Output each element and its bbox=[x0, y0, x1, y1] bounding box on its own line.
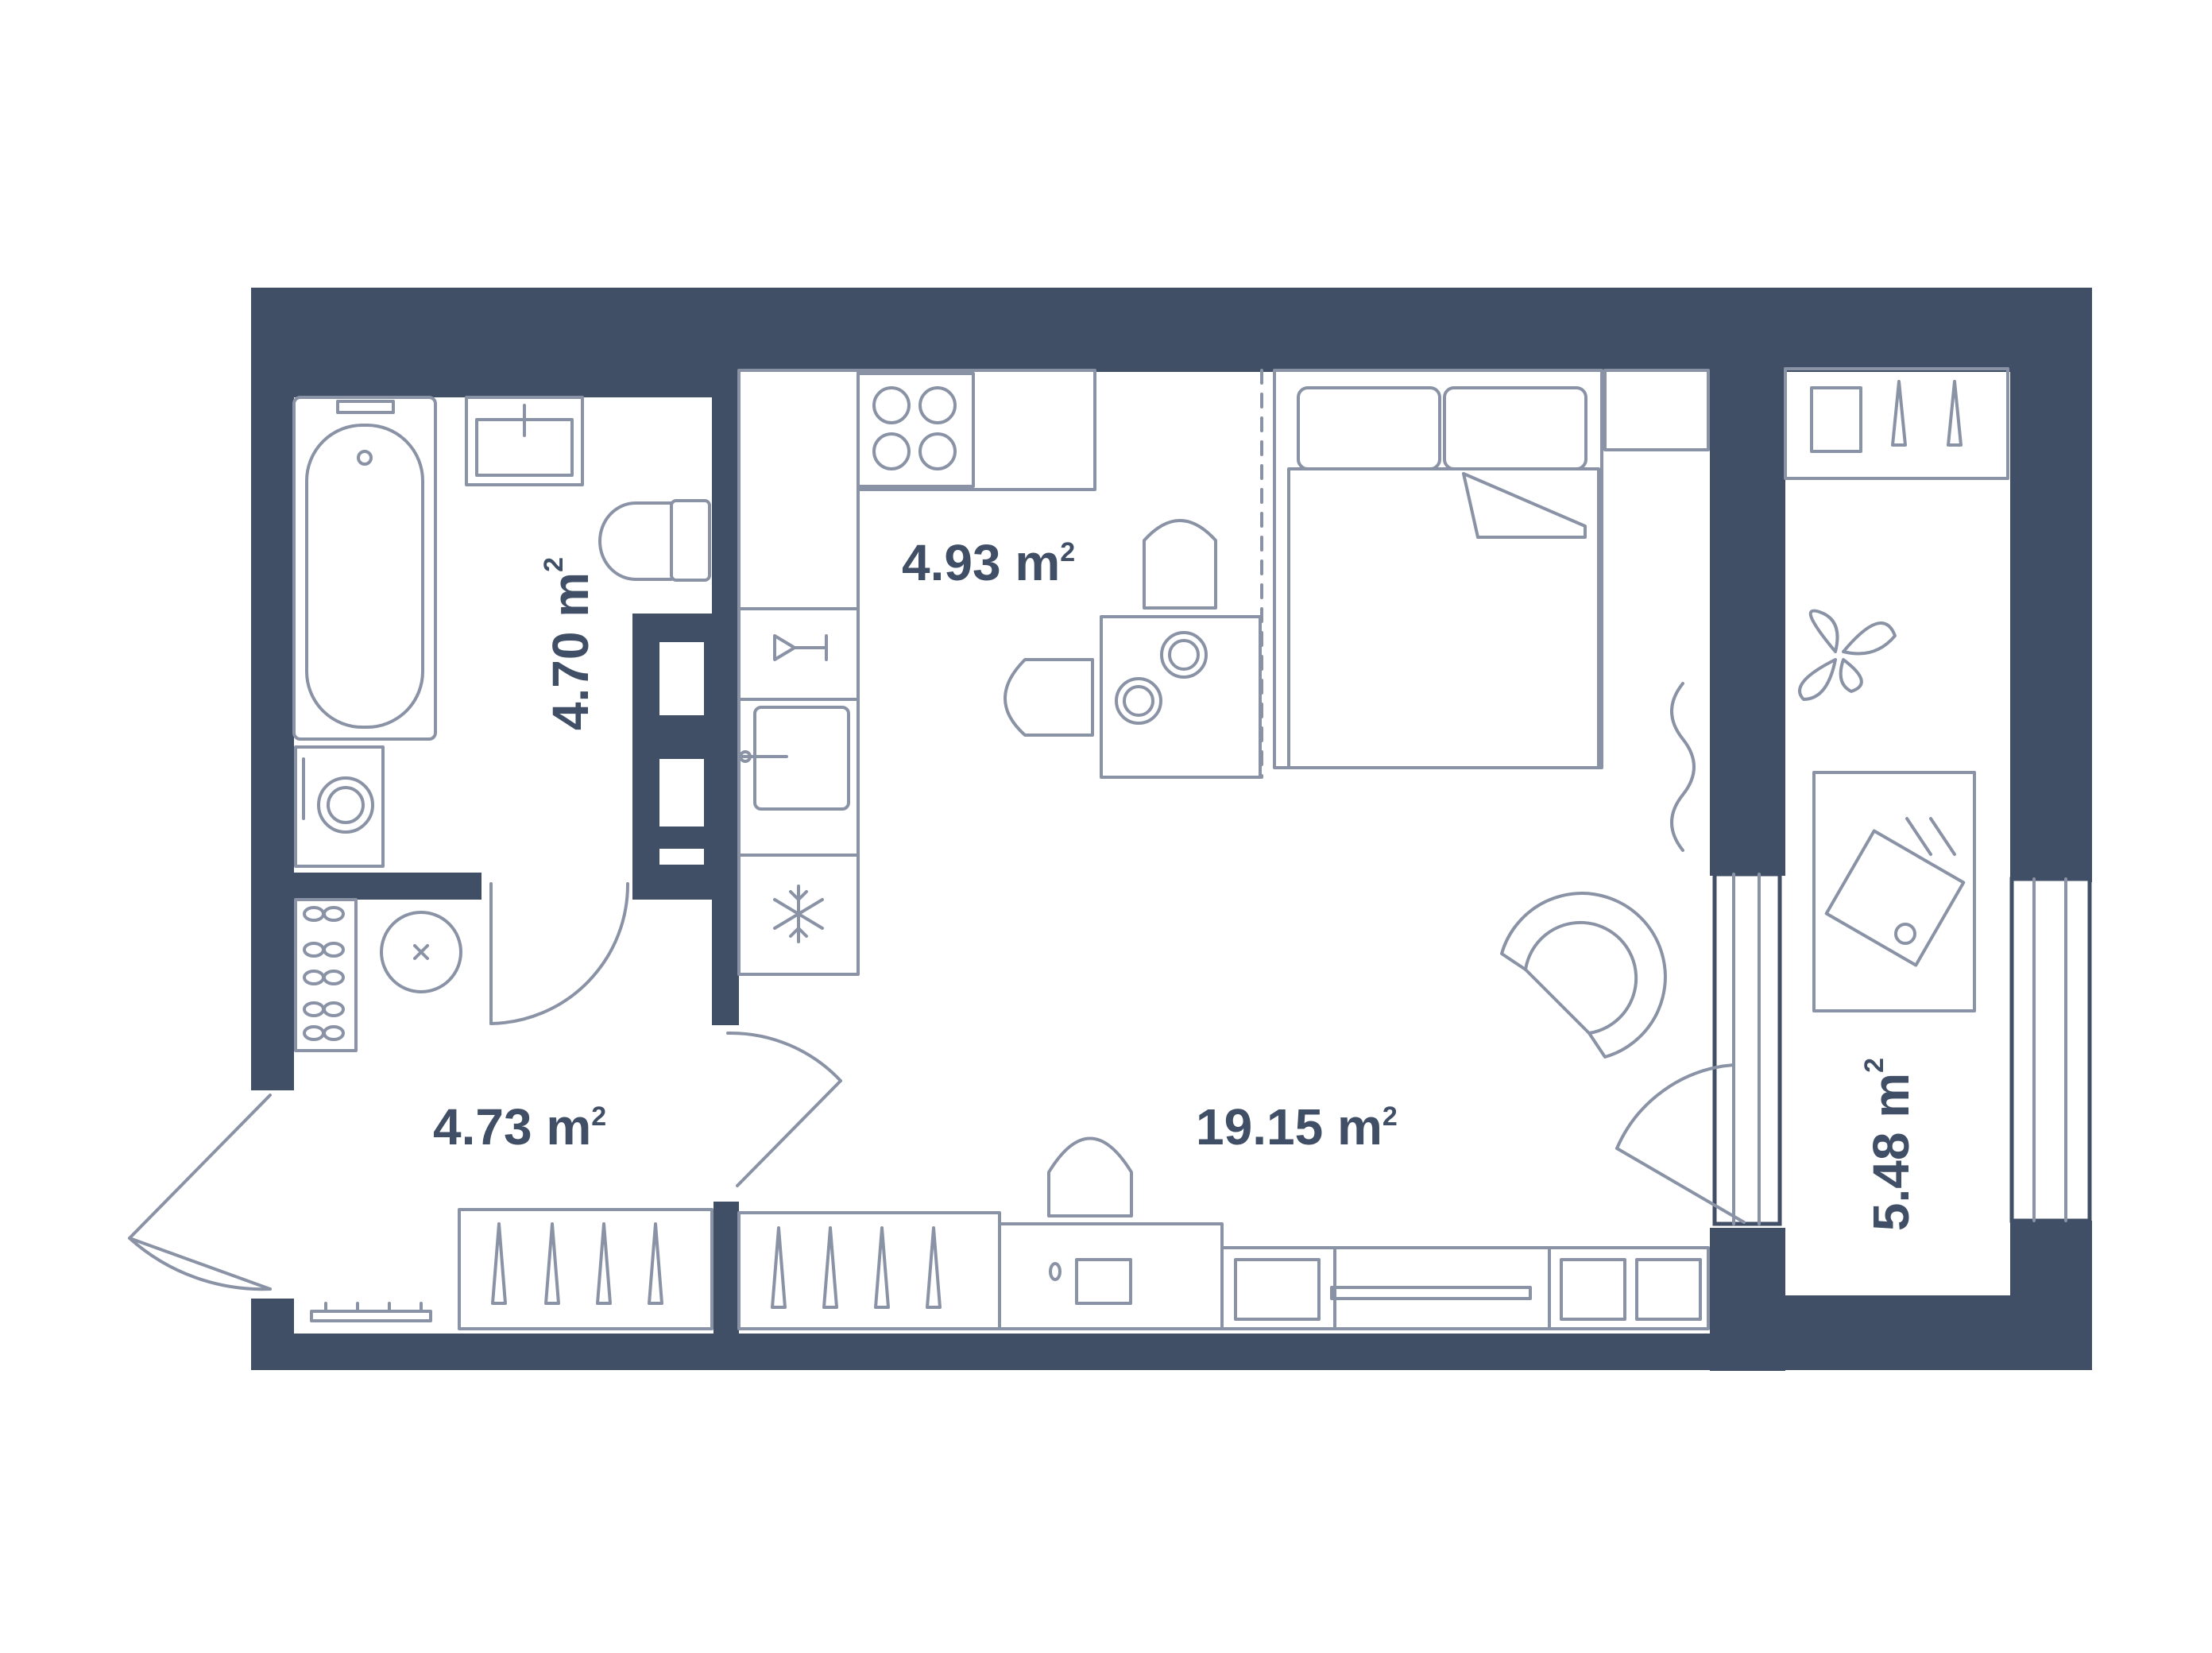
hallway-fixtures bbox=[128, 882, 842, 1330]
drawer-unit bbox=[1548, 1246, 1710, 1330]
hallway-partition bbox=[713, 1202, 739, 1337]
bathtub-drain bbox=[357, 450, 373, 466]
kitchen-counter-left bbox=[737, 369, 860, 976]
area-labels: 4.70 m2 4.93 m2 4.73 m2 19.15 m2 5.48 m2 bbox=[433, 534, 1920, 1231]
plant-icon bbox=[1798, 609, 1897, 701]
balcony-wall-lower bbox=[1710, 1228, 1785, 1371]
bathroom-fixtures bbox=[292, 396, 711, 868]
dining-table bbox=[1100, 615, 1262, 779]
dining-chair bbox=[1143, 519, 1217, 610]
washing-machine-drum bbox=[317, 776, 374, 834]
bathtub-basin bbox=[305, 424, 424, 729]
tv-icon bbox=[1330, 1286, 1532, 1300]
shoes-icon bbox=[303, 906, 345, 1041]
shaft-opening bbox=[659, 849, 704, 865]
round-ottoman bbox=[380, 911, 462, 993]
left-wall-upper bbox=[251, 288, 294, 1090]
shoe-rack bbox=[294, 898, 358, 1052]
balcony-top-wall bbox=[1710, 288, 2092, 369]
left-wall-lower bbox=[251, 1299, 294, 1370]
desk-chair bbox=[1047, 1136, 1133, 1217]
laptop-icon bbox=[1075, 1258, 1132, 1305]
bathroom-top-wall bbox=[294, 288, 739, 397]
bed-mattress bbox=[1287, 467, 1600, 769]
kitchen-area-label: 4.93 m2 bbox=[902, 534, 1075, 591]
living-room-area-label: 19.15 m2 bbox=[1196, 1098, 1398, 1156]
desk bbox=[998, 1222, 1224, 1330]
walls bbox=[251, 288, 2092, 1371]
dumbbell-icon bbox=[1905, 817, 1932, 856]
shaft-opening bbox=[659, 642, 704, 715]
balcony-window bbox=[2009, 877, 2092, 1223]
living-room-fixtures bbox=[737, 369, 1746, 1330]
hanger-icon bbox=[1947, 380, 1963, 447]
living-room-door[interactable] bbox=[736, 1079, 842, 1187]
pillow bbox=[1443, 386, 1587, 470]
living-wardrobe bbox=[737, 1211, 1001, 1330]
snowflake-icon bbox=[773, 885, 824, 943]
burner bbox=[872, 386, 911, 424]
balcony-door-frame bbox=[1712, 872, 1782, 1226]
balcony-wall-upper bbox=[1710, 288, 1785, 876]
exercise-mat-icon bbox=[1824, 829, 1966, 967]
hanger-icon bbox=[1891, 380, 1907, 447]
dining-chair bbox=[1004, 658, 1094, 737]
kitchen-fixtures bbox=[737, 369, 1262, 976]
armchair bbox=[1500, 892, 1667, 1059]
cooktop bbox=[857, 372, 975, 488]
shaft-opening bbox=[659, 759, 704, 826]
radiator bbox=[310, 1310, 432, 1322]
bathtub bbox=[292, 396, 437, 741]
glass-icon bbox=[773, 634, 796, 661]
bathtub-faucet bbox=[336, 400, 395, 414]
balcony-rug bbox=[1812, 771, 1976, 1012]
toilet-tank bbox=[670, 499, 711, 582]
bathroom-area-label: 4.70 m2 bbox=[539, 557, 599, 730]
entry-door[interactable] bbox=[128, 1094, 272, 1291]
bathroom-bottom-wall bbox=[294, 873, 481, 900]
hanger-icons bbox=[491, 1222, 663, 1305]
balcony-fixtures bbox=[1784, 367, 2009, 1012]
nightstand bbox=[1603, 369, 1710, 451]
washing-machine bbox=[294, 745, 385, 868]
bathroom-right-wall bbox=[712, 397, 739, 1025]
toilet-bowl bbox=[598, 501, 673, 581]
blanket-fold bbox=[1462, 472, 1587, 539]
hallway-wardrobe bbox=[458, 1208, 713, 1330]
windows bbox=[1712, 872, 2092, 1226]
pillow bbox=[1297, 386, 1441, 470]
balcony-shelf bbox=[1784, 367, 2009, 480]
sink-counter bbox=[465, 396, 584, 486]
plate bbox=[1160, 631, 1208, 679]
right-wall-lower bbox=[2010, 1221, 2092, 1370]
hallway-area-label: 4.73 m2 bbox=[433, 1098, 606, 1156]
folded-clothes-icon bbox=[1810, 386, 1862, 453]
curtain bbox=[1670, 682, 1696, 852]
balcony-bottom-wall bbox=[1785, 1295, 2010, 1370]
balcony-area-label: 5.48 m2 bbox=[1859, 1058, 1920, 1231]
right-wall-upper bbox=[2010, 288, 2092, 882]
balcony-door[interactable] bbox=[1615, 1147, 1746, 1224]
